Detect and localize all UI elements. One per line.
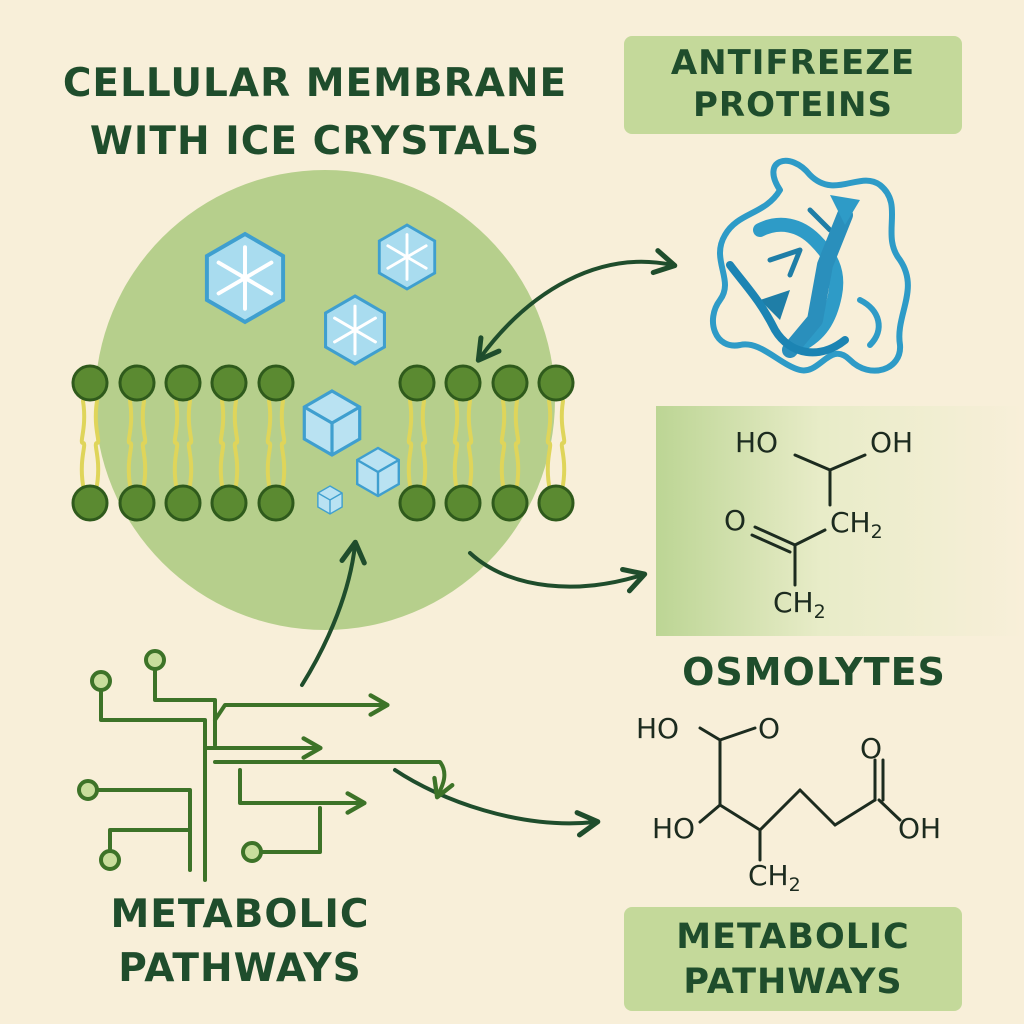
- lipid-tail: [545, 399, 553, 487]
- pathway-circuit-icon: [77, 649, 455, 882]
- lipid-bilayer-icon: [79, 399, 567, 487]
- osmolytes-panel: [656, 406, 1024, 636]
- lipid-tail: [559, 399, 567, 487]
- lipid-tail: [279, 399, 287, 487]
- protein-ribbon-icon: [709, 157, 911, 374]
- lipid-head: [537, 364, 575, 402]
- metabolic-pathways-left-label: METABOLIC PATHWAYS: [80, 888, 400, 996]
- lipid-tail: [406, 399, 414, 487]
- lipid-head: [398, 484, 436, 522]
- lipid-head: [164, 364, 202, 402]
- lipid-tail: [513, 399, 521, 487]
- metabolic-right-line-1: METABOLIC: [676, 917, 910, 957]
- title-line-1: CELLULAR MEMBRANE: [62, 61, 568, 106]
- lipid-tail: [466, 399, 474, 487]
- lipid-head: [71, 364, 109, 402]
- lipid-tail: [79, 399, 87, 487]
- lipid-head: [210, 364, 248, 402]
- chem-ch2-a: CH2: [830, 506, 883, 543]
- lipid-heads: [71, 364, 575, 522]
- chem-o-top: O: [758, 712, 780, 745]
- lipid-head: [257, 484, 295, 522]
- arrows: [300, 248, 678, 838]
- chem-ch2: CH2: [748, 859, 801, 896]
- metabolic-right-line-2: PATHWAYS: [683, 962, 903, 1002]
- osmolyte-structure-top: HO OH O CH2 CH2: [724, 426, 913, 623]
- arrow-cell-osmolytes: [468, 551, 648, 594]
- lipid-head: [71, 484, 109, 522]
- lipid-head: [398, 364, 436, 402]
- arrow-protein-membrane: [475, 248, 678, 363]
- arrow-pathways-right: [393, 768, 601, 838]
- lipid-head: [444, 364, 482, 402]
- osmolytes-label: OSMOLYTES: [682, 650, 946, 694]
- chem-ch2-b: CH2: [773, 586, 826, 623]
- antifreeze-box: [624, 36, 962, 134]
- title-line-2: WITH ICE CRYSTALS: [89, 119, 541, 164]
- antifreeze-label: ANTIFREEZE PROTEINS: [624, 42, 962, 126]
- lipid-tail: [140, 399, 148, 487]
- lipid-head: [537, 484, 575, 522]
- chem-o-carboxyl: O: [860, 732, 882, 765]
- chem-ho-top: HO: [636, 712, 679, 745]
- lipid-tail: [126, 399, 134, 487]
- lipid-head: [257, 364, 295, 402]
- lipid-head: [491, 484, 529, 522]
- title-label: CELLULAR MEMBRANE WITH ICE CRYSTALS: [50, 55, 580, 171]
- chem-oh-carboxyl: OH: [898, 812, 941, 845]
- lipid-tail: [452, 399, 460, 487]
- lipid-head: [118, 484, 156, 522]
- metabolic-left-line-1: METABOLIC: [110, 892, 370, 937]
- lipid-tail: [420, 399, 428, 487]
- antifreeze-line-1: ANTIFREEZE: [670, 43, 916, 83]
- lipid-tail: [218, 399, 226, 487]
- lipid-head: [164, 484, 202, 522]
- lipid-tail: [186, 399, 194, 487]
- chem-ho: HO: [735, 426, 778, 459]
- lipid-tail: [265, 399, 273, 487]
- lipid-tail: [93, 399, 101, 487]
- lipid-tail: [172, 399, 180, 487]
- lipid-head: [118, 364, 156, 402]
- lipid-head: [444, 484, 482, 522]
- metabolic-left-line-2: PATHWAYS: [118, 946, 362, 991]
- osmolyte-structure-bottom: HO O O HO OH CH2: [636, 712, 941, 896]
- chem-ho-bottom: HO: [652, 812, 695, 845]
- chem-oh: OH: [870, 426, 913, 459]
- lipid-tail: [499, 399, 507, 487]
- lipid-head: [491, 364, 529, 402]
- antifreeze-line-2: PROTEINS: [692, 85, 893, 125]
- lipid-head: [210, 484, 248, 522]
- lipid-tail: [232, 399, 240, 487]
- chem-o: O: [724, 504, 746, 537]
- metabolic-pathways-right-label: METABOLIC PATHWAYS: [624, 915, 962, 1005]
- metabolic-pathways-right-box: [624, 907, 962, 1011]
- arrow-pathways-membrane: [300, 539, 367, 687]
